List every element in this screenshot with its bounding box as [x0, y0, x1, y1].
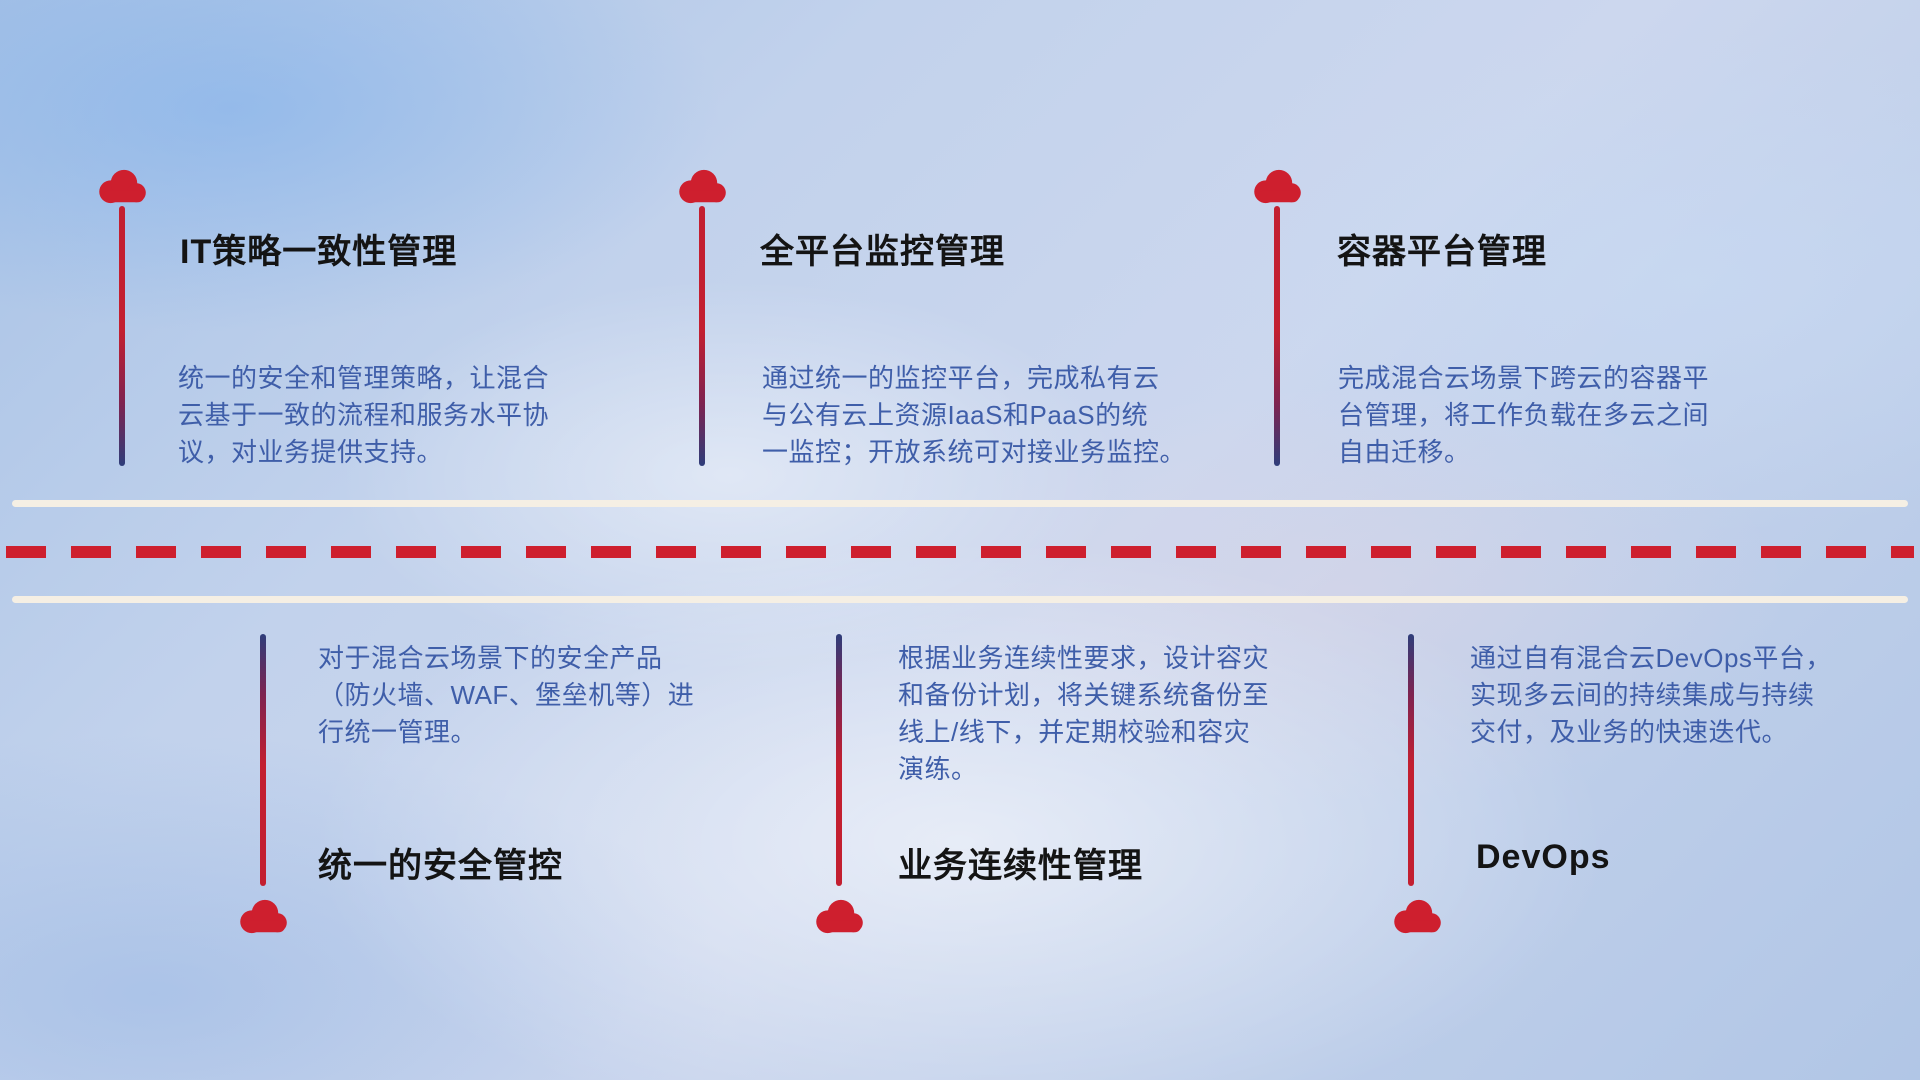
item-title: 业务连续性管理 — [898, 847, 1143, 885]
connector-line — [1408, 634, 1414, 886]
item-title: IT策略一致性管理 — [180, 233, 458, 271]
cloud-icon — [99, 169, 146, 204]
item-description: 通过统一的监控平台，完成私有云 与公有云上资源IaaS和PaaS的统 一监控；开… — [762, 363, 1187, 467]
item-description: 根据业务连续性要求，设计容灾 和备份计划，将关键系统备份至 线上/线下，并定期校… — [898, 643, 1270, 784]
item-title: 容器平台管理 — [1337, 233, 1547, 271]
connector-line — [1274, 206, 1280, 466]
cloud-icon — [1394, 899, 1441, 934]
road-top-line — [12, 500, 1908, 507]
cloud-icon — [1254, 169, 1301, 204]
item-description: 对于混合云场景下的安全产品 （防火墙、WAF、堡垒机等）进 行统一管理。 — [318, 643, 695, 747]
item-title: DevOps — [1476, 838, 1611, 876]
connector-line — [119, 206, 125, 466]
item-description: 统一的安全和管理策略，让混合 云基于一致的流程和服务水平协 议，对业务提供支持。 — [178, 363, 550, 467]
connector-line — [260, 634, 266, 886]
cloud-icon — [679, 169, 726, 204]
item-description: 完成混合云场景下跨云的容器平 台管理，将工作负载在多云之间 自由迁移。 — [1338, 363, 1710, 467]
item-title: 统一的安全管控 — [318, 847, 563, 885]
cloud-icon — [816, 899, 863, 934]
connector-line — [836, 634, 842, 886]
item-title: 全平台监控管理 — [760, 233, 1005, 271]
connector-line — [699, 206, 705, 466]
road-dashed-centerline — [6, 546, 1914, 558]
cloud-icon — [240, 899, 287, 934]
item-description: 通过自有混合云DevOps平台， 实现多云间的持续集成与持续 交付，及业务的快速… — [1470, 643, 1832, 747]
road-bottom-line — [12, 596, 1908, 603]
